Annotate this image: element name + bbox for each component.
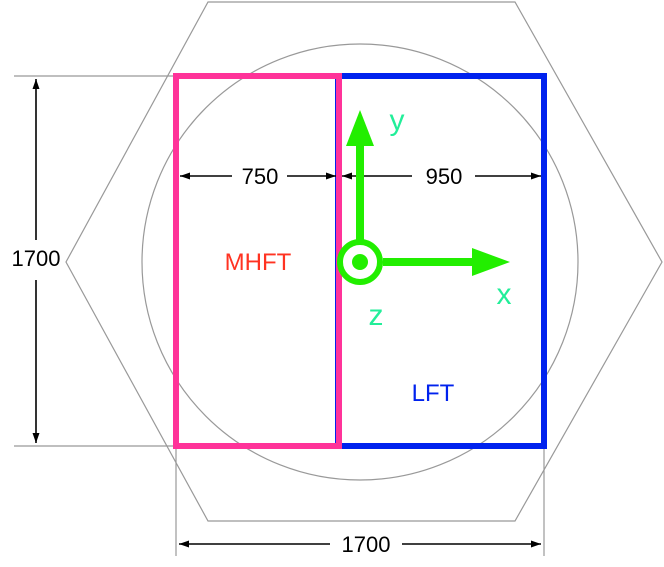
z-axis-dot bbox=[352, 254, 368, 270]
lft-label: LFT bbox=[412, 380, 455, 407]
circle-outline bbox=[141, 43, 579, 481]
x-axis-label: x bbox=[497, 278, 512, 311]
y-axis-arrowhead bbox=[346, 110, 374, 146]
dimension-mhft-width: 750 bbox=[242, 164, 279, 189]
dimension-total-width: 1700 bbox=[342, 532, 391, 557]
dimension-total-height: 1700 bbox=[12, 246, 61, 271]
coordinate-axes bbox=[337, 110, 510, 285]
z-axis-label: z bbox=[369, 299, 384, 332]
x-axis-arrowhead bbox=[472, 248, 510, 276]
hexagon-outline bbox=[65, 1, 663, 522]
mhft-label: MHFT bbox=[225, 249, 292, 276]
dimension-lft-width: 950 bbox=[426, 164, 463, 189]
y-axis-label: y bbox=[390, 104, 405, 137]
